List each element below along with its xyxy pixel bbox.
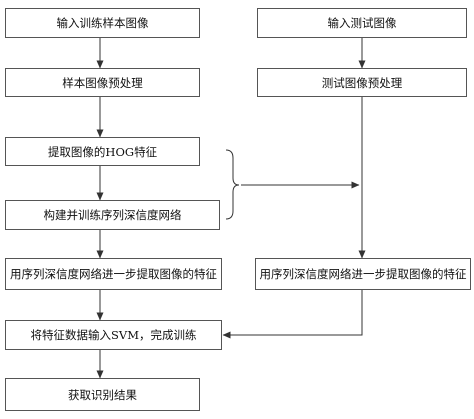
grouping-brace	[225, 149, 240, 220]
step-input-training-images: 输入训练样本图像	[5, 8, 200, 38]
step-test-preprocess: 测试图像预处理	[257, 68, 467, 97]
step-build-train-network: 构建并训练序列深信度网络	[5, 200, 220, 230]
step-svm-training: 将特征数据输入SVM，完成训练	[5, 320, 222, 350]
step-label: 用序列深信度网络进一步提取图像的特征	[259, 267, 467, 281]
step-label: 测试图像预处理	[321, 75, 403, 90]
step-training-preprocess: 样本图像预处理	[5, 68, 200, 97]
step-label: 将特征数据输入SVM，完成训练	[30, 328, 197, 342]
step-label: 输入训练样本图像	[56, 16, 149, 30]
step-label: 提取图像的HOG特征	[47, 144, 158, 159]
step-label: 用序列深信度网络进一步提取图像的特征	[10, 267, 217, 281]
step-extract-hog: 提取图像的HOG特征	[5, 137, 200, 166]
step-get-result: 获取识别结果	[5, 378, 200, 411]
step-train-extract-features: 用序列深信度网络进一步提取图像的特征	[5, 258, 222, 290]
step-label: 样本图像预处理	[62, 75, 143, 90]
step-label: 输入测试图像	[327, 16, 397, 30]
step-label: 获取识别结果	[68, 387, 137, 402]
step-test-extract-features: 用序列深信度网络进一步提取图像的特征	[255, 258, 471, 290]
step-label: 构建并训练序列深信度网络	[43, 208, 182, 222]
step-input-test-images: 输入测试图像	[257, 8, 467, 38]
arrow-test-extract-to-svm	[222, 290, 363, 339]
